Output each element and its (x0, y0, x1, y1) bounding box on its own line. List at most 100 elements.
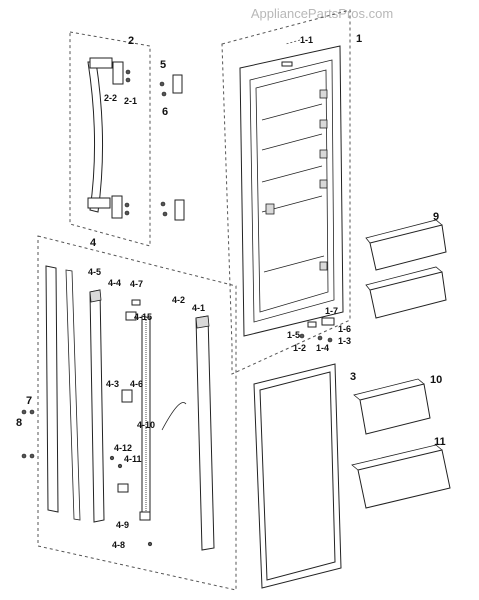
screw-icon (124, 210, 130, 216)
callout-1-3: 1-3 (338, 336, 351, 346)
callout-1-1: 1-1 (300, 35, 313, 45)
trim-strip-inner (65, 269, 81, 521)
bin-rim (353, 378, 425, 401)
door-bin-upper (369, 224, 447, 271)
bin-clip (319, 119, 328, 129)
bin-clip (319, 179, 328, 189)
screw-icon (299, 333, 305, 339)
callout-3: 3 (350, 371, 356, 383)
door-group-boundary (221, 9, 351, 375)
screw-icon (29, 453, 35, 459)
callout-4-8: 4-8 (112, 540, 125, 550)
screw-icon (125, 69, 131, 75)
door-bin-10 (359, 383, 431, 435)
screw-icon (29, 409, 35, 415)
liner-rib (261, 133, 323, 151)
callout-1-4: 1-4 (316, 343, 329, 353)
callout-9: 9 (433, 211, 439, 223)
screw-icon (21, 409, 27, 415)
door-bins: 9 10 11 (351, 211, 451, 509)
callout-4-3: 4-3 (106, 379, 119, 389)
callout-1-5: 1-5 (287, 330, 300, 340)
heater-lead-wire (161, 402, 187, 431)
bin-clip (319, 149, 328, 159)
liner-rib (263, 255, 325, 273)
callout-4-2: 4-2 (172, 295, 185, 305)
door-gasket-group: 3 (253, 363, 356, 589)
upper-hinge-bracket (172, 74, 183, 94)
handle-upper-bracket (112, 61, 124, 85)
callout-10: 10 (430, 374, 442, 386)
callout-1: 1 (356, 33, 362, 45)
watermark: AppliancePartsPros.com (251, 6, 393, 21)
screw-icon (125, 77, 131, 83)
handle-lower-cap (87, 197, 111, 209)
screw-icon (21, 453, 27, 459)
part-1-6 (321, 317, 335, 326)
trim-strip-4-5 (45, 265, 59, 513)
callout-7: 7 (26, 395, 32, 407)
handle-upper-cap (89, 57, 113, 69)
callout-4-11: 4-11 (124, 454, 142, 464)
bin-rim (351, 444, 443, 471)
callout-4-4: 4-4 (108, 278, 121, 288)
trim-end (195, 315, 210, 329)
callout-4-10: 4-10 (137, 420, 155, 430)
callout-4-9: 4-9 (116, 520, 129, 530)
callout-1-7: 1-7 (325, 306, 338, 316)
side-trim-4-1 (195, 315, 215, 551)
callout-6: 6 (162, 106, 168, 118)
screw-icon (317, 335, 323, 341)
screw-icon (161, 91, 167, 97)
screw-icon (117, 463, 123, 469)
door-bin-11 (357, 449, 451, 509)
callout-5: 5 (160, 59, 166, 71)
part-4-6 (121, 389, 133, 403)
callout-4: 4 (90, 237, 97, 249)
door-bin-lower (369, 271, 447, 319)
part-4-12-bracket (117, 483, 129, 493)
callout-4-5: 4-5 (88, 267, 101, 277)
screw-icon (327, 337, 333, 343)
part-4-15 (125, 311, 137, 321)
hinge-parts: 5 6 (159, 59, 185, 221)
cap-end (89, 289, 102, 303)
callout-2: 2 (128, 35, 134, 47)
callout-4-6: 4-6 (130, 379, 143, 389)
leader-line (285, 39, 301, 45)
callout-1-2: 1-2 (293, 343, 306, 353)
liner-rib (261, 165, 323, 183)
screw-icon (159, 81, 165, 87)
door-outer-shell (239, 45, 344, 337)
door-switch (265, 203, 275, 215)
door-inner-liner (249, 59, 335, 323)
screw-icon (160, 201, 166, 207)
handle-group-boundary (69, 31, 151, 247)
callout-2-1: 2-1 (124, 96, 137, 106)
handle-assembly-group: 2 2-2 2-1 (69, 31, 151, 247)
callout-8: 8 (16, 417, 22, 429)
screw-icon (124, 202, 130, 208)
callout-4-7: 4-7 (130, 279, 143, 289)
bin-rim (365, 219, 443, 244)
part-4-9 (139, 511, 151, 521)
lower-hinge-bracket (174, 199, 185, 221)
screw-icon (109, 455, 115, 461)
door-trim-group: 4 4-5 4-4 4-7 4-2 4-1 4-15 4-3 4-6 4-10 … (16, 235, 237, 591)
callout-11: 11 (434, 436, 446, 448)
callout-4-12: 4-12 (114, 443, 132, 453)
door-gasket-inner (259, 371, 336, 581)
callout-1-6: 1-6 (338, 324, 351, 334)
door-liner-inner-edge (255, 69, 329, 313)
bin-clip (319, 261, 328, 271)
part-4-7 (131, 299, 141, 306)
door-handle (87, 61, 104, 213)
callout-4-15: 4-15 (134, 312, 152, 322)
bin-clip (319, 89, 328, 99)
bin-rim (365, 266, 443, 291)
handle-lower-bracket (111, 195, 123, 219)
callout-2-2: 2-2 (104, 93, 117, 103)
door-assembly-group: 1 1-1 1-7 1-6 1-5 1-3 1-2 1-4 (221, 9, 362, 375)
